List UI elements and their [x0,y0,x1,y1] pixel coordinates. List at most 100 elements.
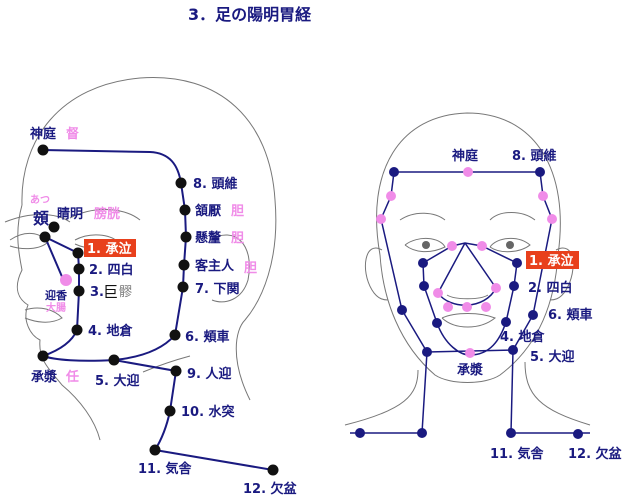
label-geikou: 迎香 [45,288,68,302]
highlight-box [84,239,136,257]
front-point[interactable] [389,167,399,177]
front-point[interactable] [419,281,429,291]
tag-shoushou: 任 [65,369,79,385]
point-geikou[interactable] [60,274,72,286]
point-shihaku[interactable] [73,263,85,275]
label-tousui: 8. 頭維 [193,176,238,192]
point-suitotsu[interactable] [164,405,176,417]
label-kenri: 懸釐 [195,230,222,246]
point-atsu[interactable] [39,231,51,243]
point-shoushou[interactable] [37,350,49,362]
front-point[interactable] [538,191,548,201]
front-meridian-path [350,171,590,434]
front-point[interactable] [547,214,557,224]
front-point[interactable] [418,258,428,268]
front-label-daigei: 5. 大迎 [530,349,575,365]
label-koryo-b: 髎 [119,285,132,300]
side-labels: 神庭 督 8. 頭維 頷厭 胆 懸釐 胆 客主人 胆 7. 下関 6. 頬車 あ… [30,126,298,495]
front-label-kisha: 11. 気舎 [490,446,545,462]
side-meridian-path [39,149,274,471]
front-point[interactable] [462,302,472,312]
front-point[interactable] [432,318,442,328]
front-point[interactable] [447,241,457,251]
label-chisou: 4. 地倉 [88,323,134,339]
front-highlight-box [526,251,579,269]
front-point[interactable] [481,302,491,312]
front-point[interactable] [477,241,487,251]
label-koryo-num: 3. [90,285,104,300]
point-ganen[interactable] [179,204,191,216]
front-point[interactable] [422,347,432,357]
tag-seimei: 膀胱 [93,206,120,222]
label-koryo-a: 巨 [103,283,118,301]
front-point[interactable] [491,283,501,293]
point-koryo[interactable] [73,285,85,297]
tag-geikou: 大腸 [46,301,66,314]
label-jingei: 9. 人迎 [187,366,232,382]
label-seimei: 睛明 [57,206,83,222]
front-point[interactable] [443,302,453,312]
tag-kyakushujin: 胆 [244,261,257,276]
front-labels: 神庭 8. 頭維 1. 承泣 2. 四白 6. 頬車 4. 地倉 5. 大迎 承… [452,148,623,462]
point-gekan[interactable] [177,281,189,293]
reading-atsu: あつ [30,193,50,206]
front-point[interactable] [397,305,407,315]
front-point-shoukyu[interactable] [512,258,522,268]
label-kisha: 11. 気舎 [138,461,193,477]
point-tousui[interactable] [175,177,187,189]
front-label-shihaku: 2. 四白 [528,280,573,296]
front-point-shentei[interactable] [463,167,473,177]
front-point-ketsubon[interactable] [573,429,583,439]
front-label-kyousha: 6. 頬車 [548,307,593,323]
label-shoushou: 承漿 [31,369,58,385]
front-point-kyousha[interactable] [528,310,538,320]
label-ganen: 頷厭 [195,203,222,219]
front-point-daigei[interactable] [508,345,518,355]
label-daigei: 5. 大迎 [95,373,140,389]
point-kisha[interactable] [149,444,161,456]
label-ketsubon: 12. 欠盆 [243,481,298,495]
label-gekan: 7. 下関 [195,282,240,297]
front-points [355,167,583,439]
front-point-shoushou[interactable] [465,348,475,358]
point-seimei[interactable] [48,221,60,233]
label-kyousha: 6. 頬車 [185,329,230,345]
label-atsu: 頞 [33,209,49,228]
front-point-shihaku[interactable] [509,281,519,291]
point-kenri[interactable] [180,231,192,243]
label-shoukyu: 1. 承泣 [87,241,132,257]
point-chisou[interactable] [71,324,83,336]
front-label-shoushou: 承漿 [457,362,484,378]
front-label-shentei: 神庭 [452,148,479,164]
diagram-title: 3．足の陽明胃経 [188,5,312,24]
point-jingei[interactable] [170,365,182,377]
front-point[interactable] [355,428,365,438]
front-label-tousui: 8. 頭維 [512,148,557,164]
front-point-kisha[interactable] [506,428,516,438]
point-daigei[interactable] [108,354,120,366]
front-point-chisou[interactable] [501,317,511,327]
front-head-sketch [344,112,591,426]
front-point-tousui[interactable] [535,167,545,177]
tag-kenri: 胆 [231,231,244,246]
front-point[interactable] [433,288,443,298]
point-shentei[interactable] [37,144,49,156]
front-point[interactable] [386,191,396,201]
front-label-ketsubon: 12. 欠盆 [568,446,623,462]
front-label-shoukyu: 1. 承泣 [529,253,574,269]
tag-shentei: 督 [66,126,79,142]
front-point[interactable] [417,428,427,438]
point-ketsubon[interactable] [267,464,279,476]
front-label-chisou: 4. 地倉 [500,329,546,345]
point-kyousha[interactable] [169,329,181,341]
label-shentei: 神庭 [30,126,57,142]
side-points [37,144,279,476]
front-point[interactable] [376,214,386,224]
label-shihaku: 2. 四白 [89,262,134,278]
tag-ganen: 胆 [231,204,244,219]
point-kyakushujin[interactable] [178,259,190,271]
label-suitotsu: 10. 水突 [181,404,235,420]
point-shoukyu[interactable] [72,247,84,259]
